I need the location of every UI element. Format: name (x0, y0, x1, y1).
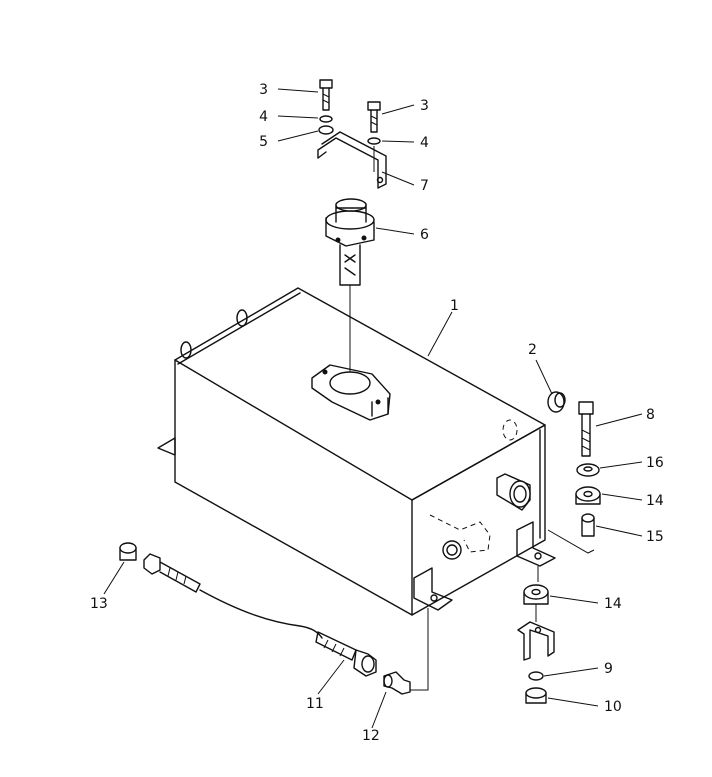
filler-cap-breather (325, 198, 375, 286)
callout-labels: 3 4 5 3 4 7 6 1 2 8 16 14 15 14 9 10 13 … (90, 82, 664, 744)
callout-11: 11 (306, 696, 324, 712)
callout-1: 1 (450, 298, 459, 314)
elbow-part-12 (383, 671, 411, 695)
callout-10: 10 (604, 699, 622, 715)
callout-13: 13 (90, 596, 108, 612)
fitting-part-13 (119, 542, 137, 561)
plug-part-2 (547, 391, 566, 413)
callout-3-right: 3 (420, 98, 429, 114)
left-mount-tab (157, 437, 176, 456)
hydraulic-tank (174, 287, 546, 616)
callout-5: 5 (259, 134, 268, 150)
bolt-3-left (319, 79, 333, 111)
bolt-3-right (367, 101, 381, 133)
callout-15: 15 (646, 529, 664, 545)
leader-lines (103, 88, 643, 729)
assembly-line-right (547, 529, 595, 554)
collar-part-15 (581, 513, 595, 537)
cushion-part-14-upper (575, 486, 601, 505)
end-mount-brackets (413, 521, 556, 611)
callout-14-upper: 14 (646, 493, 664, 509)
cushion-part-14-lower (523, 584, 549, 605)
callout-2: 2 (528, 342, 537, 358)
callout-4-right: 4 (420, 135, 429, 151)
assembly-line-lower (535, 566, 539, 622)
washer-part-16 (576, 463, 600, 477)
washer-part-9 (528, 671, 544, 681)
callout-14-lower: 14 (604, 596, 622, 612)
washer-5 (318, 125, 334, 135)
bolt-part-8 (578, 401, 594, 457)
filler-flange (311, 364, 391, 421)
tank-side-fittings (180, 309, 248, 359)
lower-mount-bracket (517, 621, 555, 661)
end-face-fittings (429, 419, 531, 560)
nut-part-10 (525, 687, 547, 704)
callout-6: 6 (420, 227, 429, 243)
callout-9: 9 (604, 661, 613, 677)
callout-4-left: 4 (259, 109, 268, 125)
washer-4-right (367, 137, 381, 145)
callout-3-left: 3 (259, 82, 268, 98)
callout-12: 12 (362, 728, 380, 744)
callout-7: 7 (420, 178, 429, 194)
callout-16: 16 (646, 455, 664, 471)
assembly-line-hose (410, 608, 429, 691)
hose-part-11 (143, 553, 377, 677)
bracket-part-7 (317, 131, 387, 189)
callout-8: 8 (646, 407, 655, 423)
washer-4-left (319, 115, 333, 123)
